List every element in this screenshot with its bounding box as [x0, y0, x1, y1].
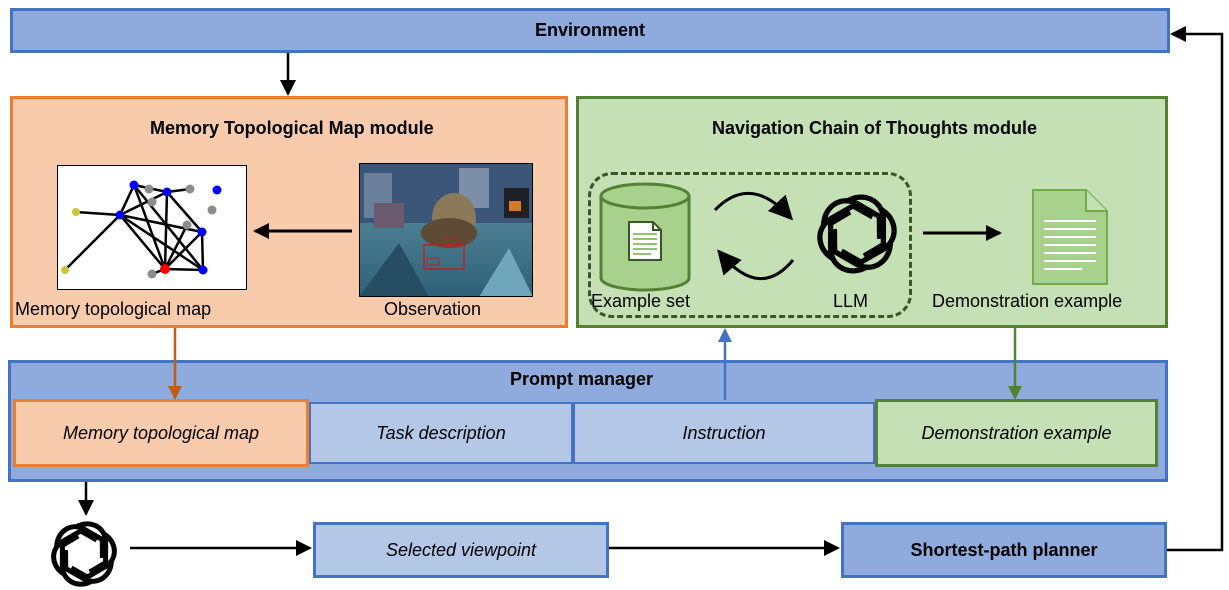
prompt-cell-demonstration-label: Demonstration example — [921, 422, 1112, 443]
memory-map-caption: Memory topological map — [15, 299, 212, 319]
openai-logo-icon — [51, 521, 117, 587]
llm-openai-logo-icon — [817, 194, 897, 274]
prompt-cell-task-description: Task description — [309, 402, 573, 464]
llm-label: LLM — [833, 291, 869, 311]
prompt-cell-instruction-label: Instruction — [682, 422, 766, 443]
shortest-path-planner-label: Shortest-path planner — [910, 539, 1098, 560]
arrow-planner-to-environment — [1167, 26, 1224, 552]
topological-map-image — [57, 165, 247, 290]
observation-caption: Observation — [384, 299, 482, 319]
prompt-cell-memory-map: Memory topological map — [13, 399, 309, 467]
prompt-cell-memory-map-label: Memory topological map — [62, 422, 260, 443]
example-llm-group — [588, 172, 912, 318]
prompt-manager-title: Prompt manager — [510, 369, 654, 389]
shortest-path-planner-box: Shortest-path planner — [841, 522, 1167, 578]
prompt-cell-demonstration: Demonstration example — [875, 399, 1158, 467]
database-icon — [599, 182, 691, 292]
prompt-cell-instruction: Instruction — [573, 402, 875, 464]
selected-viewpoint-box: Selected viewpoint — [313, 522, 609, 578]
observation-image — [359, 163, 533, 297]
example-set-label: Example set — [591, 291, 691, 311]
demo-example-label: Demonstration example — [932, 291, 1123, 311]
prompt-cell-task-description-label: Task description — [376, 422, 506, 443]
nav-module-title: Navigation Chain of Thoughts module — [712, 118, 1037, 138]
memory-module-title: Memory Topological Map module — [150, 118, 434, 138]
document-icon — [1032, 189, 1108, 285]
environment-label: Environment — [534, 20, 645, 40]
selected-viewpoint-label: Selected viewpoint — [385, 539, 537, 560]
environment-box: Environment — [10, 8, 1170, 53]
cycle-arrows-icon — [713, 192, 795, 280]
